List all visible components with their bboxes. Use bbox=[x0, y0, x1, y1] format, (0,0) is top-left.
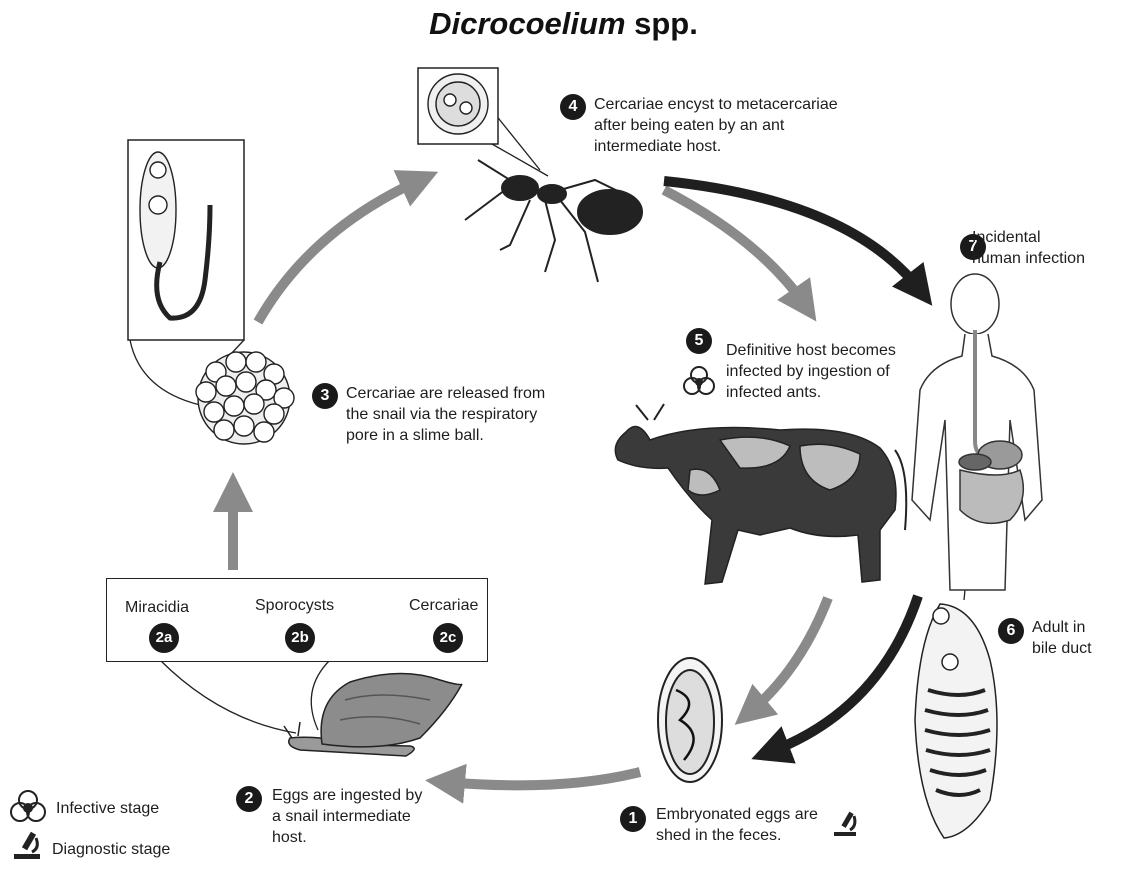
step-2-line-3: host. bbox=[272, 829, 307, 846]
step-7-text: Incidental human infection bbox=[972, 227, 1085, 269]
cow-icon bbox=[614, 403, 908, 585]
step-4-line-3: intermediate host. bbox=[594, 138, 722, 155]
biohazard-icon bbox=[683, 366, 715, 395]
legend-microscope-icon bbox=[14, 831, 40, 859]
step-6-line-1: Adult in bbox=[1032, 619, 1086, 636]
step-5-text: Definitive host becomes infected by inge… bbox=[726, 340, 896, 403]
step-2-line-1: Eggs are ingested by bbox=[272, 787, 423, 804]
step-1-line-2: shed in the feces. bbox=[656, 827, 782, 844]
snail-icon bbox=[283, 672, 463, 757]
microscope-icon bbox=[834, 811, 857, 836]
title-suffix: spp. bbox=[625, 6, 698, 41]
step-6-text: Adult in bile duct bbox=[1032, 617, 1092, 659]
step-3-line-2: the snail via the respiratory bbox=[346, 406, 538, 423]
step-5-line-2: infected by ingestion of bbox=[726, 363, 890, 380]
step-7-badge: 7 bbox=[960, 234, 986, 260]
step-1-badge: 1 bbox=[620, 806, 646, 832]
human-icon bbox=[911, 273, 1043, 591]
arrow-human-to-eggs bbox=[751, 594, 923, 764]
arrow-ant-to-human bbox=[663, 176, 933, 306]
arrow-cow-to-eggs bbox=[734, 596, 833, 725]
stage-miracidia-label: Miracidia bbox=[125, 599, 190, 616]
step-5-line-3: infected ants. bbox=[726, 384, 822, 401]
step-3-badge: 3 bbox=[312, 383, 338, 409]
cercaria-icon bbox=[127, 139, 245, 341]
stage-2a-badge: 2a bbox=[149, 623, 179, 653]
slime-ball-icon bbox=[195, 351, 295, 445]
step-5-line-1: Definitive host becomes bbox=[726, 342, 896, 359]
legend-biohazard-icon bbox=[10, 790, 46, 822]
step-4-line-1: Cercariae encyst to metacercariae bbox=[594, 96, 838, 113]
egg-icon bbox=[657, 657, 723, 783]
metacercaria-icon bbox=[417, 67, 499, 145]
step-4-text: Cercariae encyst to metacercariae after … bbox=[594, 94, 838, 157]
step-1-text: Embryonated eggs are shed in the feces. bbox=[656, 804, 818, 846]
stage-cercariae-label: Cercariae bbox=[409, 597, 479, 614]
stage-sporocysts-label: Sporocysts bbox=[255, 597, 335, 614]
step-2-text: Eggs are ingested by a snail intermediat… bbox=[272, 785, 422, 848]
title-genus: Dicrocoelium bbox=[429, 6, 626, 41]
step-7-line-2: human infection bbox=[972, 250, 1085, 267]
ant-icon bbox=[464, 159, 643, 283]
step-7-line-1: Incidental bbox=[972, 229, 1041, 246]
step-6-line-2: bile duct bbox=[1032, 640, 1092, 657]
step-2-line-2: a snail intermediate bbox=[272, 808, 411, 825]
arrow-eggs-to-snail bbox=[425, 763, 642, 804]
step-3-line-3: pore in a slime ball. bbox=[346, 427, 484, 444]
stage-2b-badge: 2b bbox=[285, 623, 315, 653]
adult-fluke-icon bbox=[914, 603, 998, 839]
step-4-badge: 4 bbox=[560, 94, 586, 120]
arrow-ant-to-cow bbox=[661, 185, 817, 322]
page-title: Dicrocoelium spp. bbox=[0, 6, 1127, 42]
arrow-slimeball-to-ant bbox=[253, 170, 439, 325]
step-6-badge: 6 bbox=[998, 618, 1024, 644]
snail-stages-box: Miracidia Sporocysts Cercariae 2a 2b 2c bbox=[106, 578, 488, 662]
step-3-line-1: Cercariae are released from bbox=[346, 385, 546, 402]
step-4-line-2: after being eaten by an ant bbox=[594, 117, 785, 134]
step-5-badge: 5 bbox=[686, 328, 712, 354]
legend-diagnostic-label: Diagnostic stage bbox=[52, 841, 171, 858]
step-3-text: Cercariae are released from the snail vi… bbox=[346, 383, 545, 446]
legend-infective-label: Infective stage bbox=[56, 800, 160, 817]
step-1-line-1: Embryonated eggs are bbox=[656, 806, 818, 823]
stage-2c-badge: 2c bbox=[433, 623, 463, 653]
step-2-badge: 2 bbox=[236, 786, 262, 812]
